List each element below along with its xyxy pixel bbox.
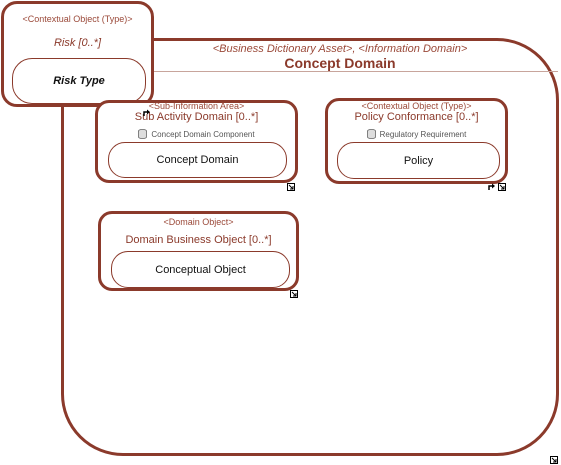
policy-conformance-title: Policy Conformance [0..*]: [354, 111, 479, 123]
policy-conformance-box[interactable]: <Contextual Object (Type)> Policy Confor…: [325, 98, 508, 184]
risk-title: Risk [0..*]: [53, 37, 102, 49]
risk-type-pill[interactable]: Risk Type: [12, 58, 146, 104]
domain-business-object-box[interactable]: <Domain Object> Domain Business Object […: [98, 211, 299, 291]
concept-domain-separator: [148, 71, 558, 72]
database-icon: [138, 129, 148, 139]
expand-icon[interactable]: [287, 183, 295, 191]
conceptual-object-pill[interactable]: Conceptual Object: [111, 251, 290, 288]
domain-business-stereotype: <Domain Object>: [163, 217, 234, 227]
sub-activity-title: Sub Activity Domain [0..*]: [134, 111, 259, 123]
policy-conformance-stereotype: <Contextual Object (Type)>: [361, 101, 472, 111]
database-icon: [366, 129, 376, 139]
policy-conformance-component-label: Regulatory Requirement: [379, 129, 467, 139]
sub-activity-stereotype: <Sub-Information Area>: [148, 101, 245, 111]
sub-activity-component: Concept Domain Component: [98, 129, 295, 139]
policy-pill[interactable]: Policy: [337, 142, 500, 179]
policy-conformance-component: Regulatory Requirement: [328, 129, 505, 139]
expand-icon[interactable]: [550, 456, 558, 464]
concept-domain-pill[interactable]: Concept Domain: [108, 142, 287, 178]
link-icon[interactable]: [488, 182, 497, 191]
risk-box[interactable]: <Contextual Object (Type)> Risk [0..*] R…: [1, 1, 154, 107]
sub-activity-component-label: Concept Domain Component: [151, 129, 255, 139]
expand-icon[interactable]: [290, 290, 298, 298]
concept-domain-stereotype: <Business Dictionary Asset>, <Informatio…: [212, 43, 468, 55]
risk-stereotype: <Contextual Object (Type)>: [22, 14, 133, 24]
sub-activity-domain-box[interactable]: <Sub-Information Area> Sub Activity Doma…: [95, 100, 298, 183]
domain-business-title: Domain Business Object [0..*]: [125, 234, 272, 246]
expand-icon[interactable]: [498, 183, 506, 191]
link-icon[interactable]: [143, 108, 152, 117]
concept-domain-title: Concept Domain: [284, 55, 396, 71]
